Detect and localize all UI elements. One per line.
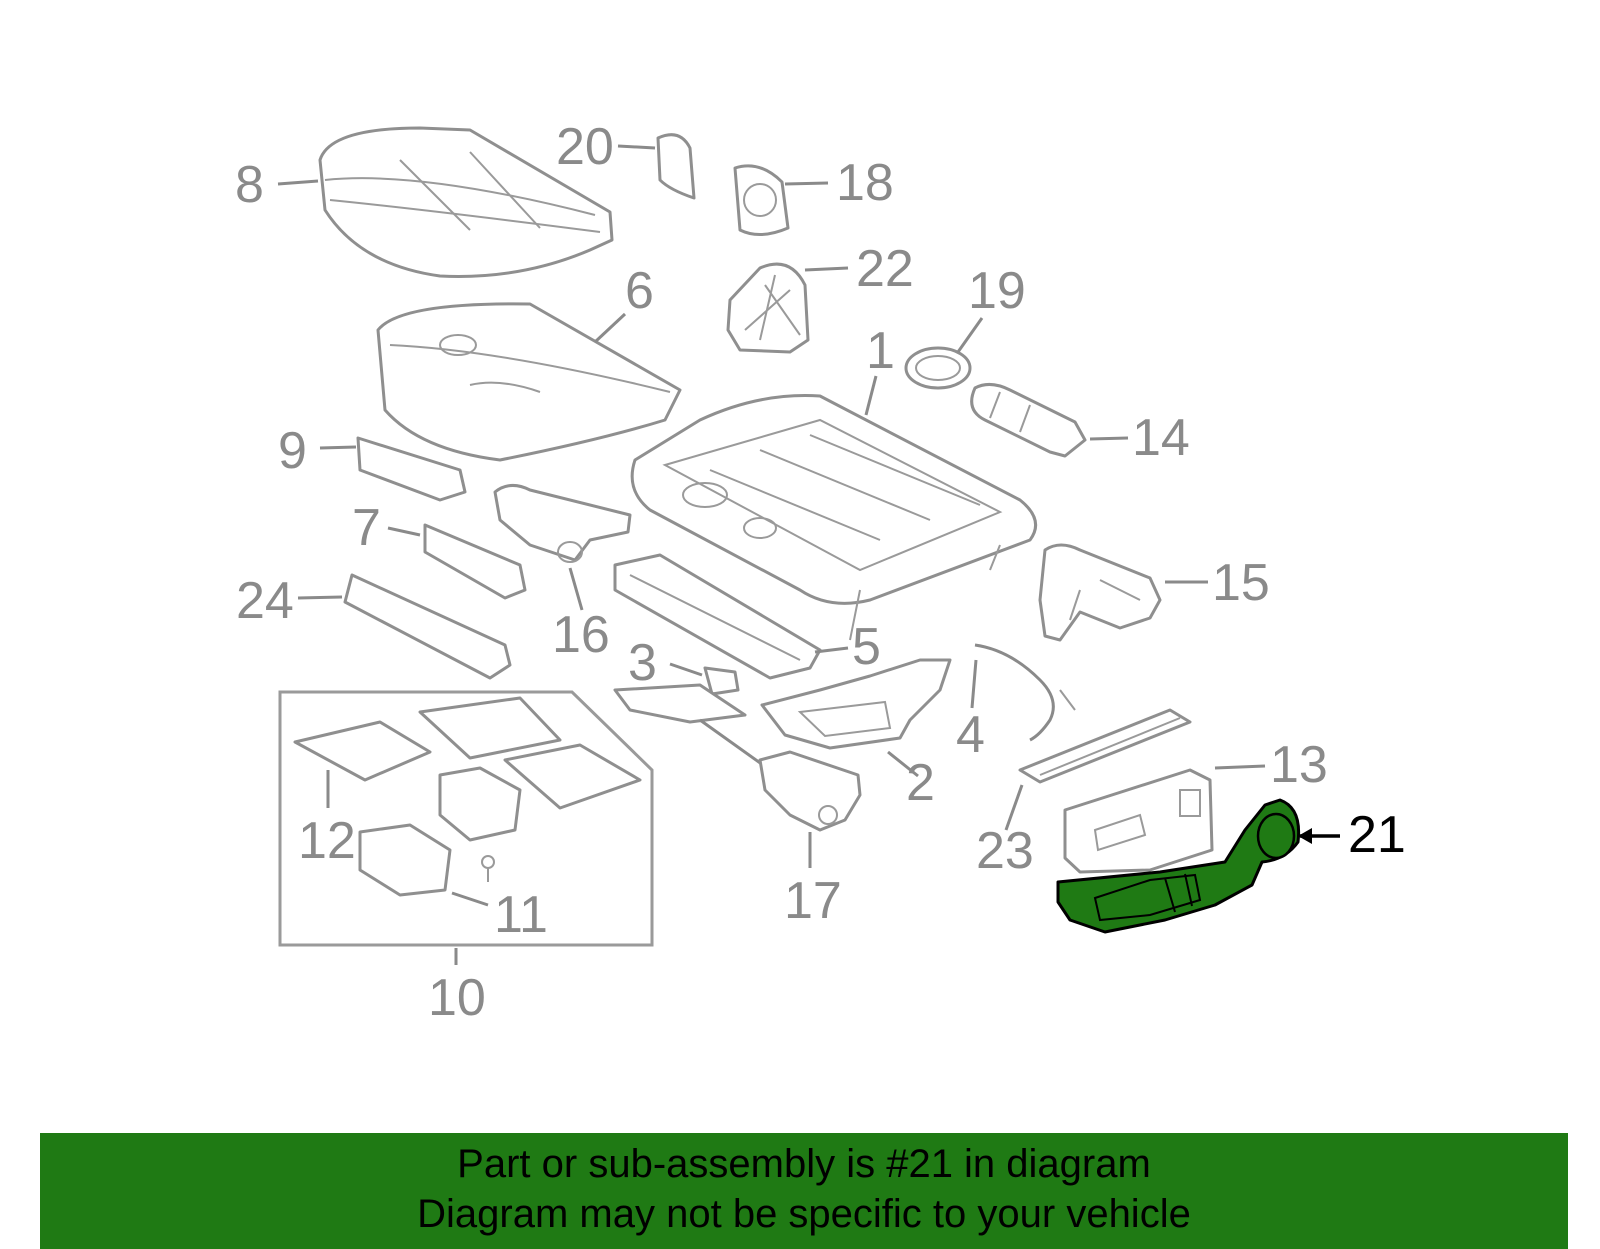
part-9-trim[interactable] — [356, 436, 467, 502]
arrow-1 — [864, 375, 878, 416]
label-11: 11 — [494, 886, 548, 944]
label-12: 12 — [298, 812, 356, 870]
label-4: 4 — [956, 706, 985, 764]
label-7: 7 — [352, 499, 381, 557]
label-18: 18 — [836, 154, 894, 212]
arrowhead-21 — [1298, 828, 1312, 844]
part-21-side-cover[interactable] — [1056, 798, 1301, 934]
part-1-seat-frame[interactable] — [630, 394, 1038, 641]
label-13: 13 — [1270, 736, 1328, 794]
arrow-11 — [451, 891, 489, 907]
arrow-6 — [593, 312, 627, 344]
label-19: 19 — [968, 262, 1026, 320]
arrow-20 — [617, 144, 656, 150]
arrow-5 — [814, 646, 849, 654]
label-14: 14 — [1132, 409, 1190, 467]
arrow-3 — [669, 662, 703, 677]
part-13-switch-panel[interactable] — [1063, 768, 1214, 874]
part-20-cap[interactable] — [656, 133, 696, 200]
label-6: 6 — [625, 262, 654, 320]
part-8-seat-cover[interactable] — [318, 126, 614, 278]
part-5-rail[interactable] — [613, 553, 822, 680]
arrow-18 — [784, 181, 829, 186]
part-17-track[interactable] — [613, 683, 862, 832]
arrow-23 — [1004, 784, 1024, 831]
arrow-19 — [956, 317, 984, 353]
banner-line-1: Part or sub-assembly is #21 in diagram — [457, 1142, 1151, 1186]
arrow-2 — [887, 750, 919, 778]
arrow-22 — [804, 266, 849, 272]
part-23-trim[interactable] — [1018, 708, 1192, 784]
part-24-panel[interactable] — [343, 573, 512, 680]
label-23: 23 — [976, 822, 1034, 880]
label-20: 20 — [556, 118, 614, 176]
part-19-ring[interactable] — [904, 346, 972, 390]
label-24: 24 — [236, 572, 294, 630]
label-8: 8 — [235, 156, 264, 214]
label-22: 22 — [856, 240, 914, 298]
part-10-assembly-box[interactable] — [278, 690, 654, 947]
arrow-14 — [1089, 436, 1129, 441]
arrow-24 — [297, 595, 343, 600]
part-18-bracket[interactable] — [733, 164, 790, 236]
part-22-plate[interactable] — [726, 262, 810, 354]
part-14-motor[interactable] — [970, 383, 1087, 458]
banner-line-2: Diagram may not be specific to your vehi… — [417, 1192, 1191, 1236]
part-4-cable[interactable] — [974, 643, 1076, 742]
label-10: 10 — [428, 969, 486, 1027]
label-21: 21 — [1348, 806, 1406, 864]
arrow-8 — [277, 179, 319, 186]
label-9: 9 — [278, 422, 307, 480]
part-15-motor[interactable] — [1038, 543, 1162, 642]
arrow-13 — [1214, 764, 1266, 770]
part-16-actuator[interactable] — [493, 484, 632, 563]
part-6-cushion[interactable] — [376, 302, 682, 462]
arrow-4 — [970, 659, 978, 709]
label-1: 1 — [866, 322, 895, 380]
arrow-7 — [387, 526, 421, 537]
label-2: 2 — [906, 754, 935, 812]
label-3: 3 — [628, 634, 657, 692]
arrow-16 — [568, 567, 584, 611]
parts-diagram: 8 20 18 22 6 19 1 — [235, 118, 1406, 1027]
label-17: 17 — [784, 872, 842, 930]
label-15: 15 — [1212, 554, 1270, 612]
part-3-clip[interactable] — [703, 666, 740, 696]
part-7-trim[interactable] — [423, 523, 527, 600]
info-banner: Part or sub-assembly is #21 in diagram D… — [40, 1133, 1568, 1249]
part-2-bracket[interactable] — [760, 658, 952, 750]
arrow-9 — [319, 445, 357, 450]
label-16: 16 — [552, 606, 610, 664]
label-5: 5 — [852, 618, 881, 676]
